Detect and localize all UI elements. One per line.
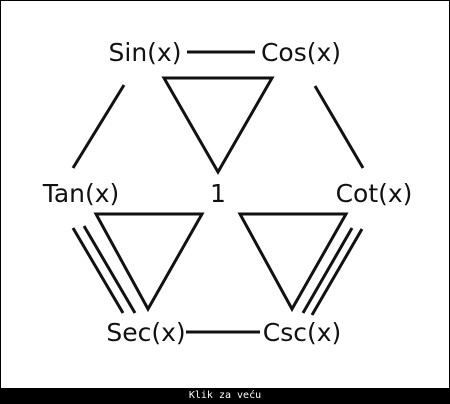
triangle-top <box>161 76 275 176</box>
node-sin: Sin(x) <box>109 38 182 67</box>
edge-tan-sec-inner <box>82 225 137 314</box>
edge-cot-csc-inner <box>310 228 364 316</box>
edge-tan-sec-outer <box>71 227 125 314</box>
node-tan: Tan(x) <box>42 179 120 208</box>
node-cos: Cos(x) <box>261 38 341 67</box>
enlarge-image-link[interactable]: Klik za veću <box>1 388 449 403</box>
node-sec: Sec(x) <box>106 318 185 347</box>
triangle-bottom-right <box>237 212 349 313</box>
edge-sin-tan <box>71 84 126 169</box>
node-center: 1 <box>210 179 226 208</box>
edge-cot-csc-outer <box>301 227 354 314</box>
node-cot: Cot(x) <box>336 179 413 208</box>
trig-identity-hexagon-diagram: Sin(x) Cos(x) Tan(x) 1 Cot(x) Sec(x) Csc… <box>42 38 413 347</box>
node-csc: Csc(x) <box>263 318 342 347</box>
triangle-bottom-left <box>93 212 205 313</box>
edge-cos-cot <box>313 85 365 169</box>
